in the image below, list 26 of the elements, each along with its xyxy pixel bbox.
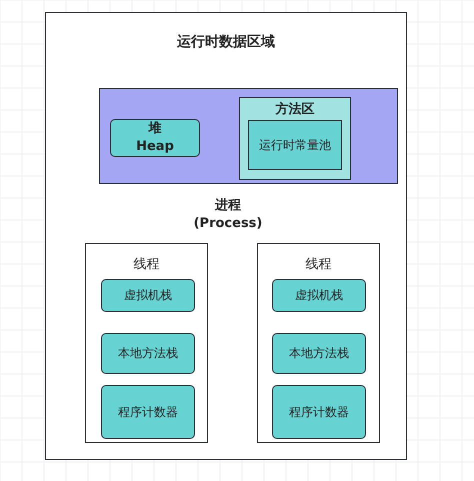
stack-box: [101, 385, 195, 439]
constant-pool-box: [248, 120, 342, 170]
box-label: 运行时常量池: [258, 136, 332, 154]
box-label: 程序计数器: [117, 404, 179, 421]
process-label: 进程 (Process): [192, 197, 264, 232]
method-area-box: [239, 97, 351, 180]
stack-box: [101, 333, 195, 374]
box-label: 程序计数器: [288, 404, 350, 421]
box-label: 本地方法栈: [288, 345, 350, 362]
memory-band: [99, 88, 398, 184]
box-heading: 线程: [132, 256, 160, 274]
box-heading: 线程: [304, 256, 332, 274]
box-label: 本地方法栈: [117, 345, 179, 362]
stack-box: [272, 279, 366, 312]
stack-box: [272, 385, 366, 439]
title-text: 运行时数据区域: [176, 33, 276, 52]
heap-box: [110, 119, 200, 157]
frame-box: [45, 12, 407, 460]
box-label: 虚拟机栈: [123, 287, 173, 304]
stack-box: [101, 279, 195, 312]
thread-box: [257, 243, 380, 443]
stack-box: [272, 333, 366, 374]
box-label: 虚拟机栈: [294, 287, 344, 304]
box-label: 堆 Heap: [136, 120, 174, 156]
box-heading: 方法区: [274, 101, 316, 119]
thread-box: [85, 243, 208, 443]
